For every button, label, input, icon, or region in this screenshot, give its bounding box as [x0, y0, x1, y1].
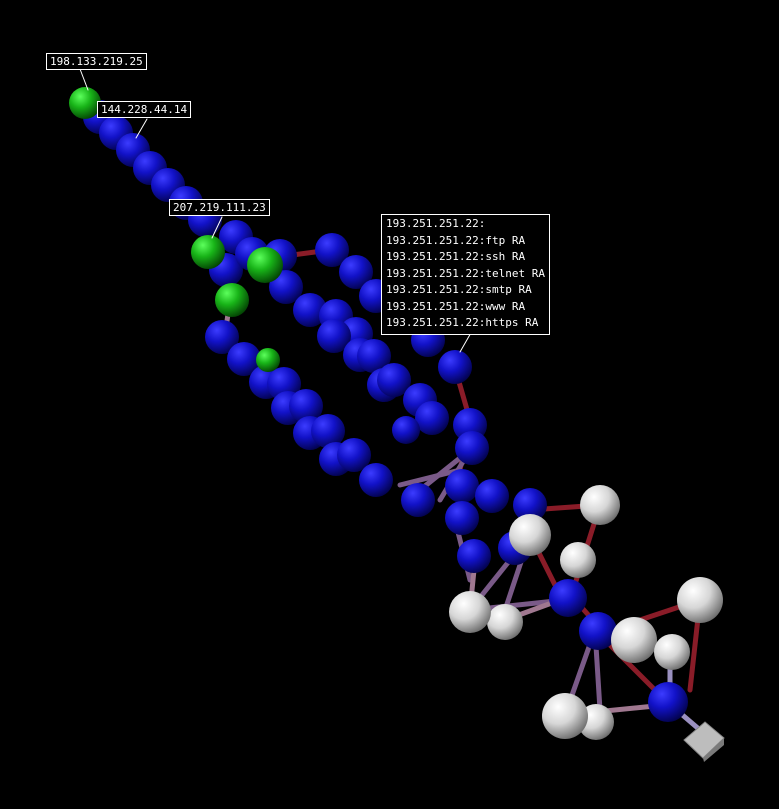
endpoint-node[interactable] — [509, 514, 551, 556]
service-line: 193.251.251.22:ssh RA — [386, 250, 526, 263]
endpoint-node[interactable] — [542, 693, 588, 739]
host-node[interactable] — [401, 483, 435, 517]
host-node[interactable] — [315, 233, 349, 267]
host-node[interactable] — [357, 339, 391, 373]
host-node[interactable] — [549, 579, 587, 617]
host-node[interactable] — [289, 389, 323, 423]
endpoint-node[interactable] — [654, 634, 690, 670]
host-node[interactable] — [415, 401, 449, 435]
host-label-text: 144.228.44.14 — [101, 103, 188, 116]
label-leader-line — [79, 68, 89, 91]
cube-node[interactable] — [683, 721, 725, 759]
graph-edge — [397, 467, 463, 488]
label-leader-lines — [79, 68, 473, 353]
cube-node-shade — [703, 738, 724, 762]
graph-nodes — [69, 87, 723, 740]
host-node[interactable] — [438, 350, 472, 384]
service-line: 193.251.251.22:ftp RA — [386, 233, 526, 247]
highlight-node[interactable] — [215, 283, 249, 317]
endpoint-node[interactable] — [677, 577, 723, 623]
service-line: 193.251.251.22:telnet RA — [386, 266, 545, 280]
host-node[interactable] — [311, 414, 345, 448]
host-node[interactable] — [205, 320, 239, 354]
host-node[interactable] — [359, 463, 393, 497]
host-node[interactable] — [269, 270, 303, 304]
label-leader-line — [211, 216, 223, 239]
host-label-207[interactable]: 207.219.111.23 — [169, 199, 270, 216]
host-label-198[interactable]: 198.133.219.25 — [46, 53, 147, 70]
host-label-144[interactable]: 144.228.44.14 — [97, 101, 192, 118]
service-line: 193.251.251.22: — [386, 217, 486, 230]
host-node[interactable] — [475, 479, 509, 513]
host-node[interactable] — [293, 293, 327, 327]
endpoint-node[interactable] — [560, 542, 596, 578]
service-line: 193.251.251.22:smtp RA — [386, 283, 532, 296]
host-node[interactable] — [445, 501, 479, 535]
endpoint-node[interactable] — [487, 604, 523, 640]
endpoint-node[interactable] — [580, 485, 620, 525]
service-line: 193.251.251.22:www RA — [386, 299, 526, 313]
host-node[interactable] — [513, 488, 547, 522]
host-node[interactable] — [337, 438, 371, 472]
host-label-text: 207.219.111.23 — [173, 201, 266, 214]
host-node[interactable] — [579, 612, 617, 650]
highlight-node[interactable] — [256, 348, 280, 372]
highlight-node[interactable] — [69, 87, 101, 119]
endpoint-node[interactable] — [611, 617, 657, 663]
host-node[interactable] — [339, 255, 373, 289]
host-node[interactable] — [445, 469, 479, 503]
host-node[interactable] — [227, 342, 261, 376]
host-label-text: 198.133.219.25 — [50, 55, 143, 68]
service-line: 193.251.251.22:https RA — [386, 316, 539, 329]
host-node[interactable] — [648, 682, 688, 722]
host-node[interactable] — [457, 539, 491, 573]
host-node[interactable] — [317, 319, 351, 353]
endpoint-node[interactable] — [449, 591, 491, 633]
label-leader-line — [135, 118, 148, 139]
highlight-node[interactable] — [247, 247, 283, 283]
host-node[interactable] — [377, 363, 411, 397]
highlight-node[interactable] — [191, 235, 225, 269]
service-label-193[interactable]: 193.251.251.22: 193.251.251.22:ftp RA 19… — [381, 214, 550, 335]
host-node[interactable] — [392, 416, 420, 444]
label-leader-line — [459, 330, 473, 353]
host-node[interactable] — [455, 431, 489, 465]
